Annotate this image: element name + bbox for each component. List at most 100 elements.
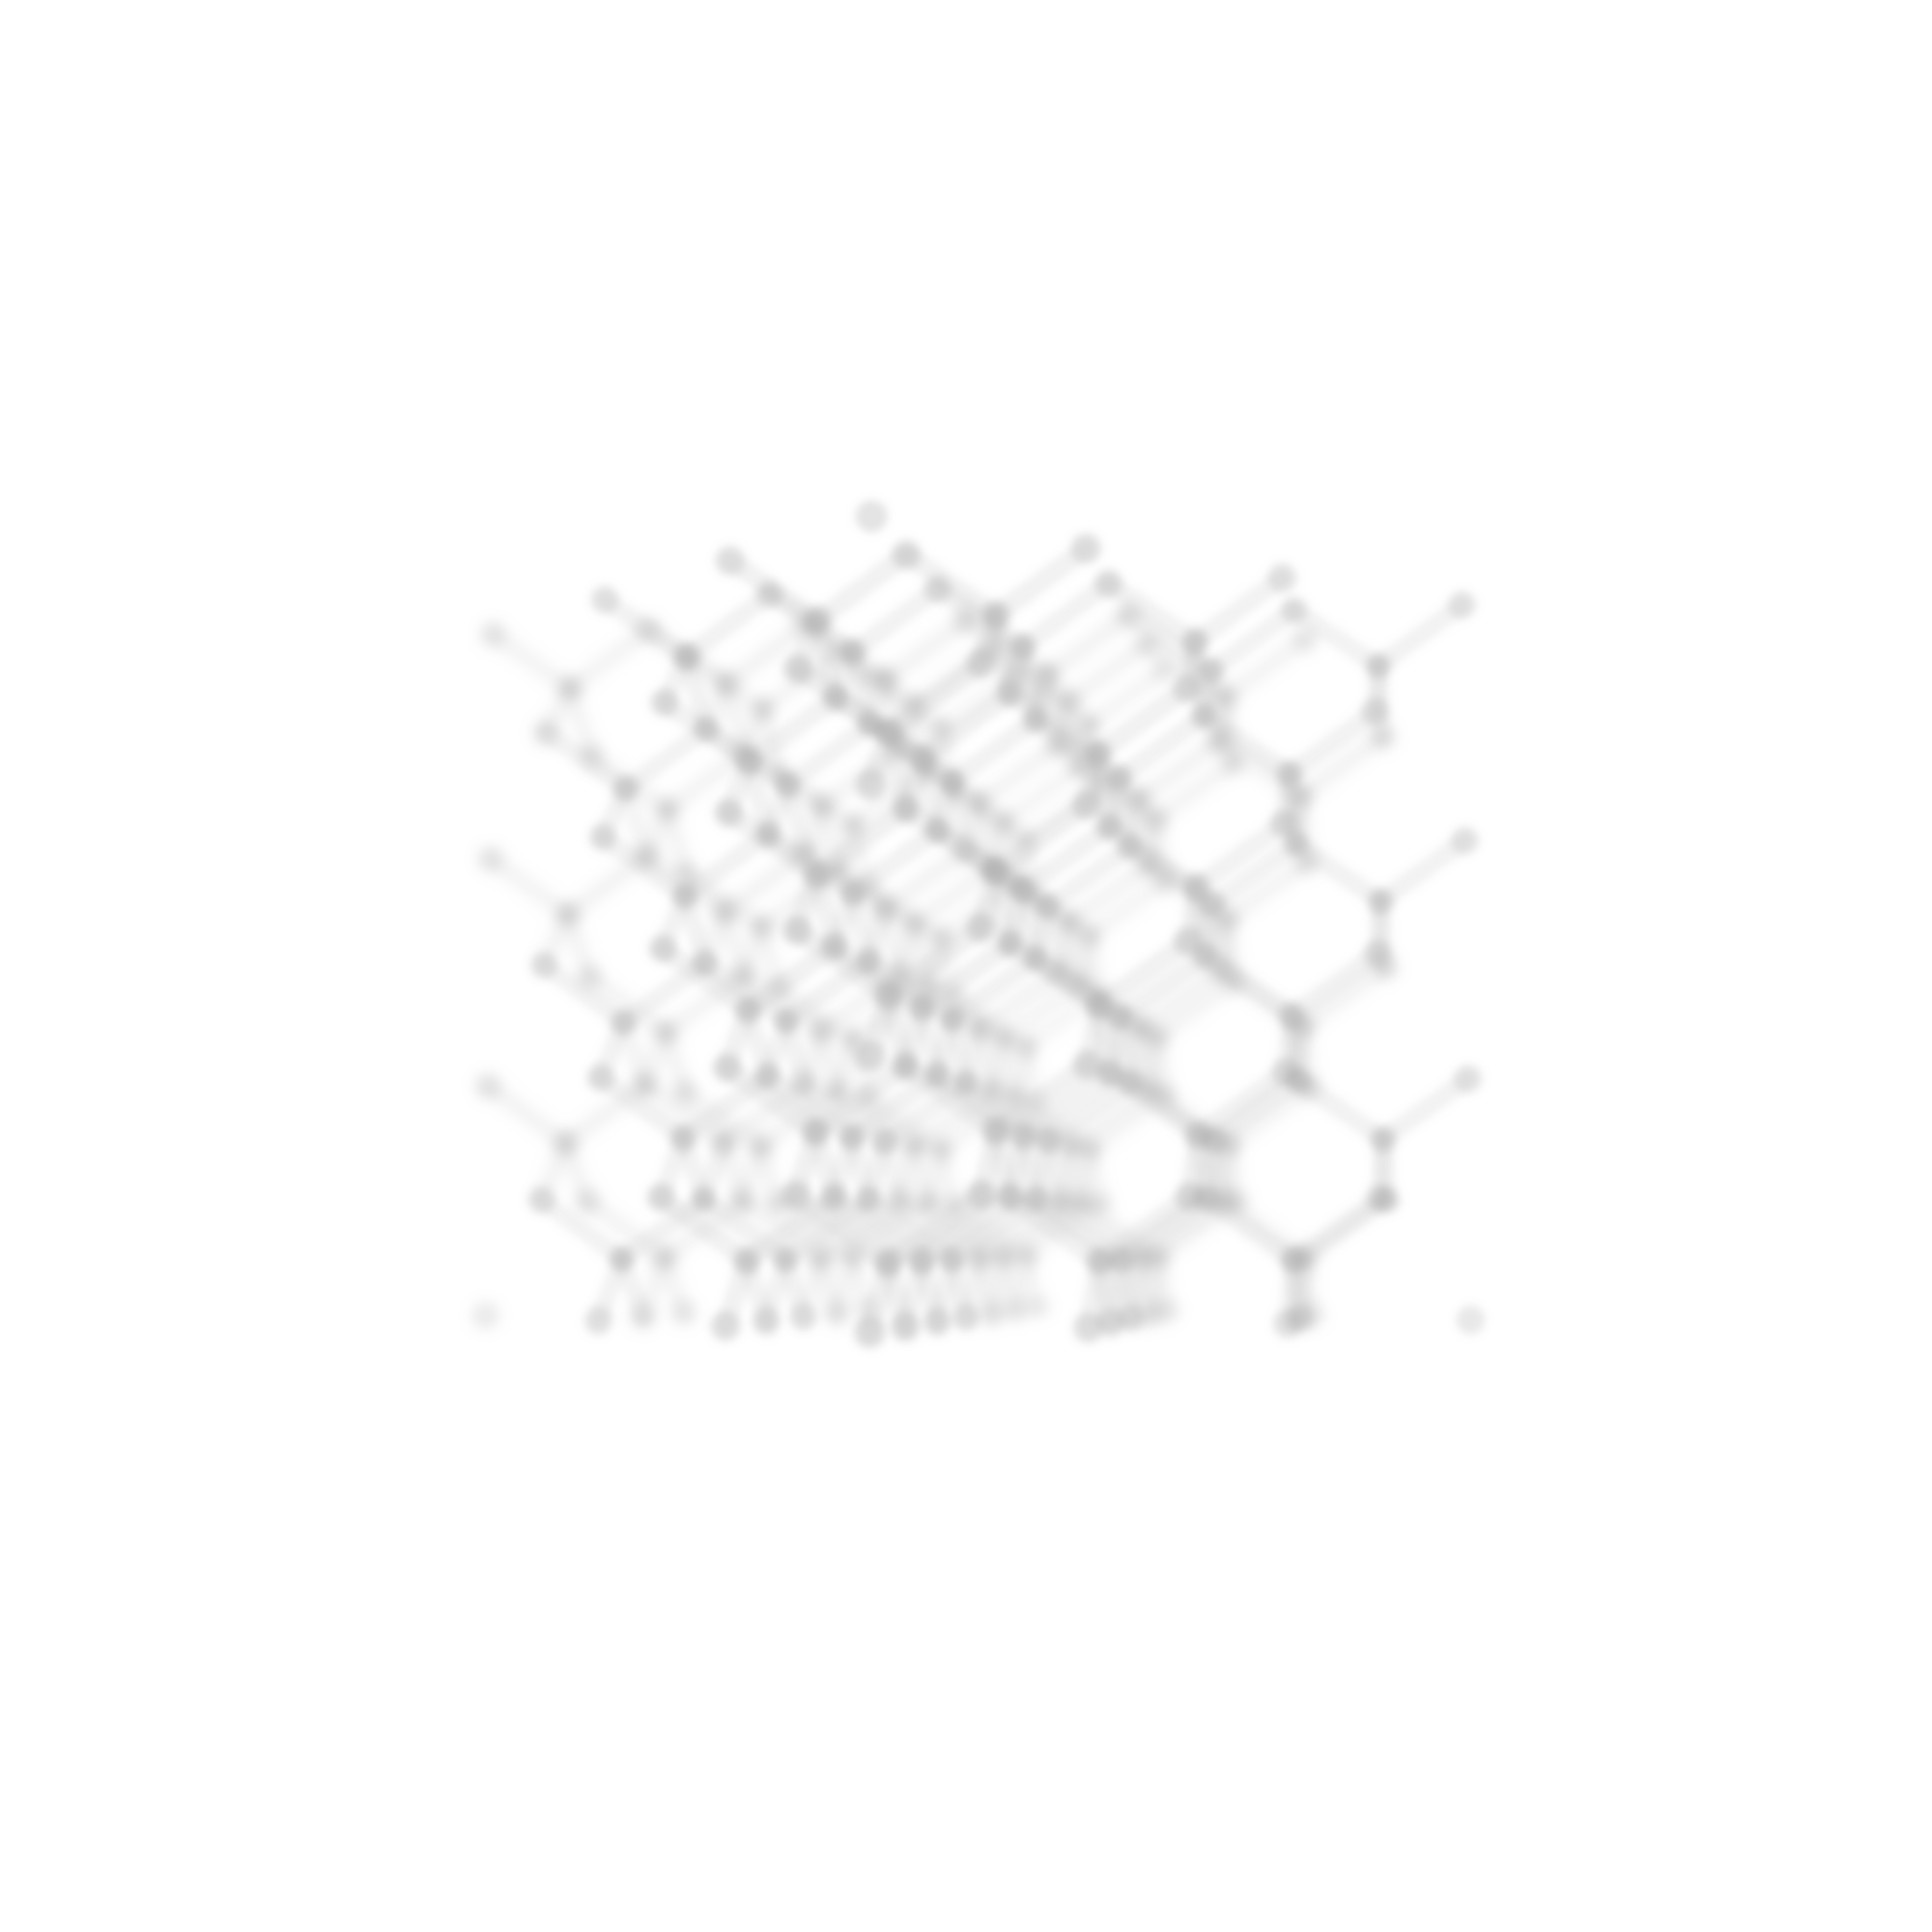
lattice-atom [837, 1122, 867, 1152]
lattice-atom [854, 1184, 883, 1214]
lattice-bond [777, 951, 879, 1031]
lattice-atom [1276, 1000, 1307, 1031]
lattice-atom [801, 859, 833, 891]
lattice-atom [711, 897, 739, 926]
lattice-bond [1037, 606, 1138, 685]
lattice-atom [1009, 1121, 1038, 1151]
lattice-atom [773, 771, 802, 800]
lattice-atom [994, 678, 1026, 709]
lattice-bond [673, 1066, 778, 1148]
lattice-atom [1056, 687, 1083, 715]
lattice-bond [757, 1066, 862, 1147]
lattice-atom [1116, 1066, 1146, 1096]
lattice-atom [906, 1245, 937, 1276]
lattice-bond [1081, 661, 1173, 733]
lattice-atom [1144, 1024, 1171, 1050]
lattice-atom [692, 714, 722, 743]
lattice-atom [1083, 738, 1114, 769]
lattice-atom [734, 747, 765, 778]
lattice-atom [1088, 1191, 1113, 1216]
lattice-bond [1119, 606, 1221, 680]
lattice-bond [843, 579, 948, 662]
lattice-atom [529, 951, 558, 980]
lattice-bond [652, 938, 758, 1020]
lattice-atom [1020, 705, 1050, 735]
lattice-bond [942, 949, 1045, 1029]
lattice-bond [739, 688, 846, 772]
lattice-atom [631, 1070, 659, 1099]
lattice-atom [1153, 1297, 1180, 1324]
lattice-atom [824, 1077, 851, 1104]
lattice-bond [943, 710, 1045, 791]
lattice-bond [696, 952, 796, 1031]
lattice-atom [714, 545, 746, 577]
lattice-bond [1188, 1062, 1296, 1146]
lattice-bond [734, 966, 831, 1040]
lattice-bond [1195, 946, 1301, 1025]
lattice-bond [1130, 959, 1230, 1037]
lattice-atom [1021, 943, 1051, 973]
lattice-atom [889, 1311, 922, 1343]
lattice-atom [1285, 1304, 1315, 1334]
lattice-atom [1145, 1243, 1172, 1270]
lattice-atom [583, 1305, 613, 1336]
lattice-bond [859, 1189, 962, 1269]
lattice-atom [654, 796, 681, 823]
lattice-atom [979, 1300, 1006, 1327]
lattice-atom [1450, 826, 1480, 855]
lattice-atom [668, 1122, 698, 1152]
lattice-atom [823, 1299, 850, 1327]
lattice-atom [900, 1132, 928, 1159]
lattice-atom [800, 1116, 832, 1148]
lattice-atom [1106, 1244, 1136, 1274]
lattice-atom [1171, 673, 1203, 704]
lattice-atom [1274, 758, 1305, 789]
lattice-atom [752, 1306, 781, 1337]
lattice-atom [1447, 590, 1477, 619]
lattice-atom [853, 1316, 887, 1350]
lattice-bond [595, 590, 696, 667]
lattice-atom [610, 1008, 639, 1037]
lattice-atom [1067, 1188, 1094, 1215]
lattice-atom [819, 930, 850, 962]
lattice-atom [1200, 1125, 1229, 1154]
lattice-bond [905, 859, 1001, 933]
lattice-bond [985, 538, 1096, 626]
lattice-atom [965, 911, 998, 944]
lattice-bond [1110, 946, 1215, 1027]
lattice-atom [1094, 568, 1123, 599]
lattice-bond [717, 1058, 826, 1142]
lattice-atom [1212, 683, 1239, 711]
lattice-bond [1282, 944, 1387, 1025]
lattice-bond [534, 955, 634, 1033]
lattice-atom [1021, 1184, 1051, 1214]
lattice-bond [616, 719, 717, 799]
lattice-atom [928, 1137, 954, 1162]
lattice-atom [1190, 941, 1220, 971]
lattice-atom [1117, 1304, 1147, 1333]
lattice-atom [709, 1310, 742, 1342]
lattice-bond [1194, 706, 1299, 783]
lattice-atom [1008, 632, 1038, 662]
lattice-bond [694, 1189, 795, 1269]
lattice-atom [995, 1181, 1026, 1212]
lattice-atom [838, 878, 867, 908]
lattice-atom [587, 822, 617, 852]
lattice-atom [781, 914, 813, 947]
lattice-atom [691, 948, 720, 978]
lattice-bond [1218, 853, 1316, 928]
lattice-atom [608, 1244, 637, 1273]
lattice-bond [614, 952, 715, 1033]
lattice-atom [479, 620, 507, 648]
lattice-atom [1191, 1183, 1222, 1214]
lattice-atom [1094, 811, 1124, 842]
lattice-bond [560, 620, 658, 697]
lattice-atom [1104, 763, 1134, 792]
lattice-bond [531, 1190, 632, 1268]
lattice-atom [809, 792, 836, 820]
lattice-atom [818, 1181, 850, 1213]
lattice-bond [484, 625, 580, 697]
lattice-bond [1037, 838, 1139, 917]
lattice-atom [1105, 1003, 1135, 1032]
